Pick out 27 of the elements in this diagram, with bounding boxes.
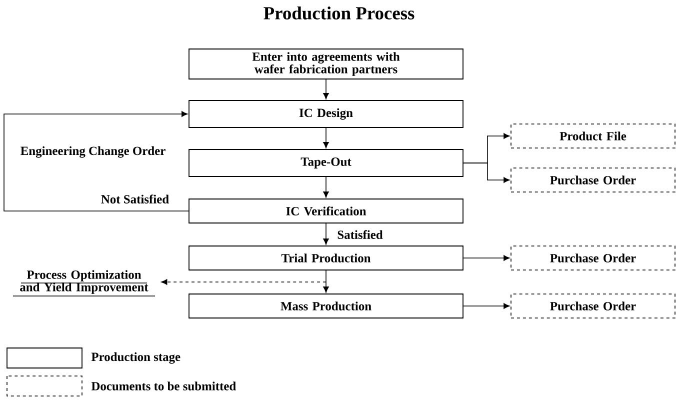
arrow (323, 270, 329, 293)
arrow (323, 176, 329, 198)
arrow (463, 303, 510, 309)
process-box: Tape-Out (188, 149, 464, 177)
document-box: Product File (510, 124, 676, 148)
process-box: Enter into agreements with wafer fabrication partners (188, 48, 464, 80)
document-box: Purchase Order (510, 246, 676, 270)
edge-label: Satisfied (338, 230, 383, 239)
process-box: IC Verification (188, 198, 464, 224)
edge-label: Not Satisfied (101, 194, 169, 204)
document-box: Purchase Order (510, 168, 676, 192)
arrow (323, 223, 329, 245)
process-box: Trial Production (188, 246, 464, 270)
annotation: Engineering Change Order (20, 146, 166, 158)
process-box: Mass Production (188, 294, 464, 318)
arrow (463, 255, 510, 261)
document-box: Purchase Order (510, 294, 676, 318)
arrow (463, 162, 510, 183)
process-box: IC Design (188, 100, 464, 128)
legend-text: Production stage (91, 352, 180, 364)
arrow (161, 279, 326, 285)
title: Production Process (264, 6, 414, 20)
note-text: Process Optimization and Yield Improvement (20, 270, 148, 294)
arrow (4, 111, 189, 212)
arrow (323, 79, 329, 100)
legend-text: Documents to be submitted (91, 382, 236, 390)
arrow (323, 128, 329, 148)
